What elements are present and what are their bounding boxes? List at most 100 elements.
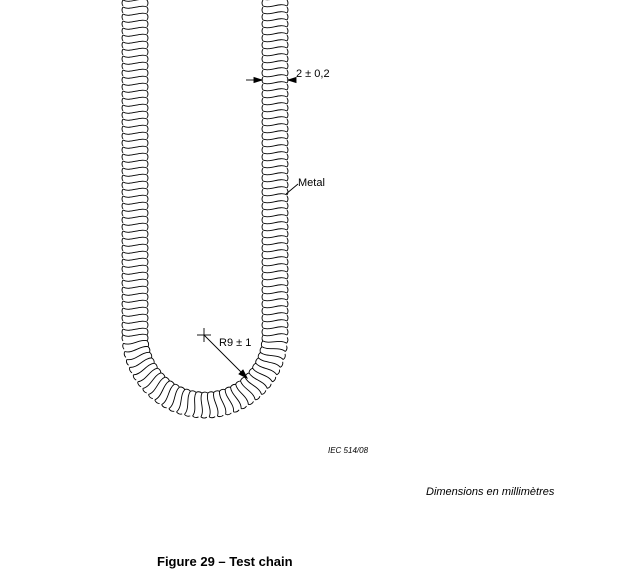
- chain-link: [121, 103, 149, 112]
- chain-link: [261, 314, 289, 323]
- chain-link: [260, 340, 288, 352]
- chain-link: [261, 41, 289, 50]
- chain-link: [261, 223, 289, 232]
- chain-link: [261, 265, 289, 274]
- chain-link: [261, 104, 289, 113]
- chain-link: [261, 209, 289, 218]
- chain-link: [261, 286, 289, 295]
- chain-link: [121, 250, 149, 259]
- chain-link: [121, 257, 149, 266]
- chain-link: [121, 299, 149, 308]
- chain-link: [121, 173, 149, 182]
- chain-link: [121, 271, 149, 280]
- chain-link: [261, 48, 289, 57]
- chain-link: [121, 236, 149, 245]
- chain-link: [121, 40, 149, 49]
- chain-link: [261, 6, 289, 15]
- chain-link: [192, 391, 203, 418]
- radius-leader: [203, 334, 248, 379]
- chain-link: [213, 390, 224, 418]
- chain-link: [121, 33, 149, 42]
- chain-link: [168, 386, 186, 412]
- chain-link: [261, 83, 289, 92]
- chain-link: [261, 34, 289, 43]
- chain-link: [261, 97, 289, 106]
- chain-link: [261, 13, 289, 22]
- chain-link: [261, 76, 289, 85]
- chain-link: [121, 5, 149, 14]
- chain-link: [261, 111, 289, 120]
- chain-link: [121, 327, 149, 336]
- chain-link: [261, 328, 289, 337]
- chain-link: [257, 351, 284, 368]
- chain-link: [261, 0, 289, 8]
- chain-link: [261, 188, 289, 197]
- chain-link: [261, 174, 289, 183]
- chain-link: [261, 153, 289, 162]
- chain-link: [121, 145, 149, 154]
- chain-link: [121, 110, 149, 119]
- radius-label: R9 ± 1: [219, 337, 252, 349]
- dimension-lines: [197, 76, 299, 380]
- chain-link: [121, 278, 149, 287]
- chain-link: [121, 82, 149, 91]
- chain-link: [121, 306, 149, 315]
- chain-link: [121, 264, 149, 273]
- chain-link: [261, 272, 289, 281]
- chain-link: [122, 340, 150, 350]
- chain-link: [261, 237, 289, 246]
- chain-link: [121, 138, 149, 147]
- chain: [121, 0, 289, 419]
- width-dimension-label: 2 ± 0,2: [296, 68, 330, 80]
- chain-link: [200, 391, 209, 419]
- chain-link: [121, 12, 149, 21]
- chain-link: [261, 258, 289, 267]
- chain-link: [121, 194, 149, 203]
- chain-link: [121, 152, 149, 161]
- chain-link: [121, 131, 149, 140]
- chain-link: [261, 321, 289, 330]
- chain-link: [121, 117, 149, 126]
- chain-link: [121, 229, 149, 238]
- chain-link: [261, 139, 289, 148]
- metal-label: Metal: [298, 177, 325, 189]
- chain-link: [261, 244, 289, 253]
- chain-link: [261, 181, 289, 190]
- chain-link: [261, 251, 289, 260]
- chain-link: [261, 55, 289, 64]
- chain-link: [248, 367, 272, 389]
- chain-link: [121, 26, 149, 35]
- chain-link: [261, 132, 289, 141]
- iec-reference: IEC 514/08: [328, 446, 369, 455]
- chain-link: [261, 27, 289, 36]
- chain-link: [121, 243, 149, 252]
- chain-link: [261, 69, 289, 78]
- chain-link: [261, 20, 289, 29]
- chain-link: [261, 118, 289, 127]
- chain-link: [261, 195, 289, 204]
- chain-link: [261, 230, 289, 239]
- chain-link: [121, 187, 149, 196]
- chain-link: [261, 202, 289, 211]
- chain-link: [121, 285, 149, 294]
- chain-link: [121, 320, 149, 329]
- chain-link: [121, 313, 149, 322]
- chain-link: [261, 307, 289, 316]
- chain-link: [121, 54, 149, 63]
- chain-link: [261, 62, 289, 71]
- chain-link: [121, 68, 149, 77]
- metal-leader: [285, 183, 299, 195]
- chain-link: [121, 89, 149, 98]
- chain-link: [121, 124, 149, 133]
- chain-link: [255, 357, 281, 376]
- chain-link: [121, 0, 149, 7]
- chain-link: [261, 216, 289, 225]
- chain-link: [261, 146, 289, 155]
- chain-link: [121, 19, 149, 28]
- chain-link: [261, 90, 289, 99]
- chain-link: [121, 159, 149, 168]
- chain-link: [121, 292, 149, 301]
- chain-link: [261, 334, 289, 344]
- chain-link: [121, 333, 149, 342]
